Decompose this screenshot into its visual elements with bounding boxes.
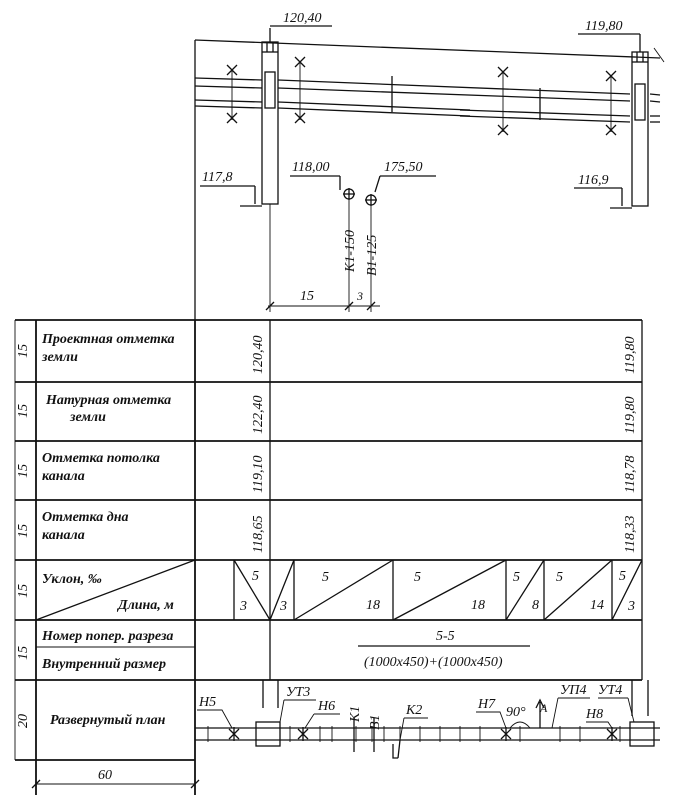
dim-3: 3: [356, 289, 363, 303]
plan-label-ut3: УТ3: [286, 685, 310, 700]
length-2: 3: [279, 599, 287, 614]
plan-label-arrow-a: А: [539, 701, 548, 715]
height-label-5: 15: [16, 584, 31, 598]
row6-label-line1: Номер попер. разреза: [41, 629, 173, 644]
row4-label-line2: канала: [42, 528, 85, 543]
height-label-4: 15: [16, 524, 31, 538]
plan-label-h5: Н5: [198, 695, 216, 710]
plan-label-h6: Н6: [317, 699, 335, 714]
slope-segments: [233, 559, 643, 621]
row7-label: Развернутый план: [50, 713, 166, 728]
elev-left-bottom: 117,8: [202, 170, 232, 185]
slope-1: 5: [252, 569, 259, 584]
slope-3: 5: [322, 570, 329, 585]
slope-7: 5: [619, 569, 626, 584]
height-label-6: 15: [16, 646, 31, 660]
pipe2-elev: 175,50: [384, 160, 423, 175]
height-label-1: 15: [16, 344, 31, 358]
height-label-2: 15: [16, 404, 31, 418]
length-7: 3: [627, 599, 635, 614]
row2-left-value: 122,40: [251, 396, 266, 435]
elev-left-top: 120,40: [283, 11, 322, 26]
row1-label-line1: Проектная отметка: [41, 332, 175, 347]
row3-left-value: 119,10: [251, 456, 266, 493]
slope-5: 5: [513, 570, 520, 585]
row1-left-value: 120,40: [251, 336, 266, 375]
height-label-7: 20: [16, 714, 31, 728]
plan-label-b1: В1: [368, 714, 383, 730]
dim-15: 15: [300, 289, 314, 304]
plan-label-h7: Н7: [477, 697, 496, 712]
height-label-3: 15: [16, 464, 31, 478]
plan-section: Н5 УТ3 Н6 К1 В1 К2 Н7 90° А УП4 УТ4 Н8: [195, 683, 660, 759]
pipe1-label: К1-150: [343, 230, 358, 273]
profile-section: 120,40 119,80 117,8 116,9 118,00 175,50 …: [194, 11, 665, 320]
row2-label-line1: Натурная отметка: [45, 393, 171, 408]
row4-label-line1: Отметка дна: [42, 510, 128, 525]
row2-label-line2: земли: [69, 410, 106, 425]
row5-label-length: Длина, м: [116, 598, 174, 613]
row3-right-value: 118,78: [623, 456, 638, 493]
pipe2-label: В1-125: [365, 235, 380, 276]
row1-right-value: 119,80: [623, 337, 638, 374]
plan-label-k1: К1: [348, 706, 363, 723]
row1-label-line2: земли: [41, 350, 78, 365]
row3-label-line1: Отметка потолка: [42, 451, 160, 466]
elev-right-top: 119,80: [585, 19, 622, 34]
row5-label-slope: Уклон, ‰: [42, 572, 102, 587]
section-size: (1000х450)+(1000х450): [364, 655, 503, 670]
length-3: 18: [366, 598, 380, 613]
length-1: 3: [239, 599, 247, 614]
row3-label-line2: канала: [42, 469, 85, 484]
width-label: 60: [98, 768, 112, 783]
slope-4: 5: [414, 570, 421, 585]
plan-label-h8: Н8: [585, 707, 603, 722]
length-4: 18: [471, 598, 485, 613]
support-marks: [226, 56, 617, 136]
pipe1-elev: 118,00: [292, 160, 329, 175]
plan-label-angle: 90°: [506, 705, 526, 720]
row4-right-value: 118,33: [623, 516, 638, 553]
elev-right-bottom: 116,9: [578, 173, 608, 188]
row4-left-value: 118,65: [251, 516, 266, 553]
row2-right-value: 119,80: [623, 397, 638, 434]
slope-6: 5: [556, 570, 563, 585]
profile-table: 15 15 15 15 15 15 20 Проектная отметка з…: [14, 319, 649, 795]
plan-label-k2: К2: [405, 703, 422, 718]
length-5: 8: [532, 598, 539, 613]
plan-label-ut4a: УП4: [560, 683, 587, 698]
plan-label-ut4b: УТ4: [598, 683, 622, 698]
section-number: 5-5: [436, 629, 455, 644]
length-6: 14: [590, 598, 604, 613]
row6-label-line2: Внутренний размер: [41, 657, 166, 672]
